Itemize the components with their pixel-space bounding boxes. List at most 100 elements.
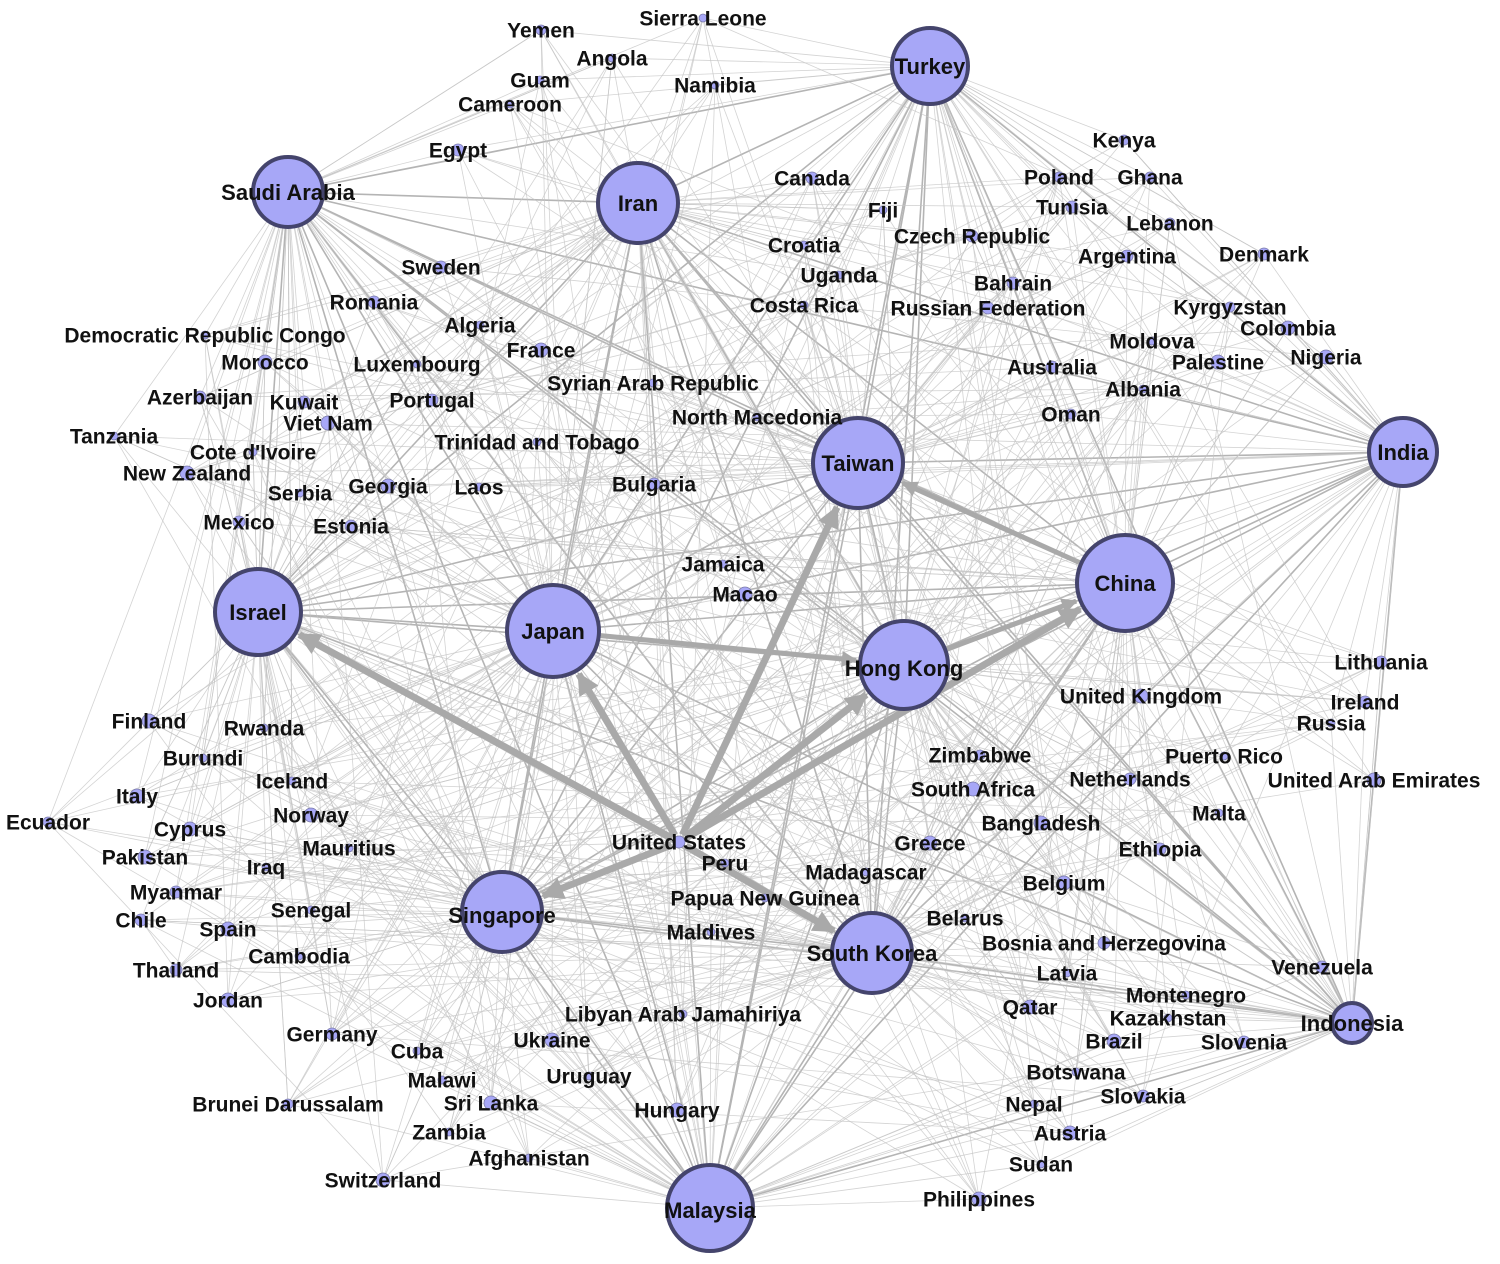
node-label-tunisia: Tunisia bbox=[1036, 197, 1108, 220]
node-label-bulgaria: Bulgaria bbox=[612, 474, 696, 497]
network-edge bbox=[903, 664, 1332, 724]
network-edge bbox=[148, 191, 289, 722]
network-edge bbox=[1103, 942, 1353, 1024]
node-label-trinidad: Trinidad and Tobago bbox=[435, 432, 640, 455]
network-edge bbox=[637, 176, 1151, 204]
node-label-netherlands: Netherlands bbox=[1069, 769, 1190, 792]
network-edge bbox=[227, 611, 259, 930]
node-label-morocco: Morocco bbox=[221, 352, 309, 375]
network-edge bbox=[1075, 778, 1131, 1073]
network-edge bbox=[478, 202, 639, 488]
network-edge bbox=[331, 1033, 711, 1209]
network-edge bbox=[722, 65, 931, 565]
network-edge bbox=[929, 65, 1265, 255]
network-edge bbox=[978, 1022, 1353, 1200]
node-chile bbox=[134, 913, 148, 927]
node-label-slovenia: Slovenia bbox=[1201, 1032, 1288, 1055]
node-label-india: India bbox=[1377, 440, 1429, 465]
node-syria bbox=[648, 378, 658, 388]
network-edge bbox=[709, 593, 746, 1209]
network-edge bbox=[1167, 1017, 1353, 1024]
network-edge bbox=[903, 413, 1072, 666]
network-edge bbox=[382, 1179, 711, 1209]
node-puertorico bbox=[1219, 751, 1229, 761]
network-edge bbox=[552, 630, 1245, 1043]
network-edge bbox=[287, 57, 613, 193]
network-edge bbox=[756, 388, 1144, 418]
node-bulgaria bbox=[647, 477, 661, 491]
network-edge bbox=[448, 65, 931, 1133]
network-edge bbox=[714, 84, 859, 464]
node-label-southafrica: South Africa bbox=[911, 779, 1035, 802]
network-edge bbox=[448, 1131, 711, 1209]
network-edge bbox=[186, 472, 554, 632]
network-edge bbox=[1069, 1022, 1353, 1134]
node-label-uae: United Arab Emirates bbox=[1268, 770, 1481, 793]
node-label-taiwan: Taiwan bbox=[822, 451, 895, 476]
network-edge bbox=[257, 611, 384, 1181]
network-edge bbox=[903, 255, 1128, 666]
network-edge bbox=[903, 306, 1231, 666]
network-edge bbox=[175, 891, 711, 1209]
network-edge bbox=[903, 664, 1366, 703]
node-portugal bbox=[425, 393, 439, 407]
network-edge bbox=[263, 727, 503, 913]
node-austria bbox=[1062, 1125, 1078, 1141]
network-edge bbox=[1124, 255, 1128, 584]
network-edge bbox=[287, 191, 542, 351]
node-label-italy: Italy bbox=[116, 786, 158, 809]
node-mauritius bbox=[344, 843, 354, 853]
node-italy bbox=[129, 788, 145, 804]
node-label-sierraleone: Sierra Leone bbox=[639, 8, 766, 31]
network-edge bbox=[709, 917, 966, 1209]
network-edge bbox=[478, 462, 859, 488]
network-edge bbox=[637, 202, 1072, 415]
node-lebanon bbox=[1164, 217, 1176, 229]
network-edge bbox=[189, 828, 503, 913]
network-edge bbox=[501, 722, 1332, 913]
node-yemen bbox=[535, 24, 547, 36]
network-edge bbox=[373, 202, 639, 303]
network-edge bbox=[539, 79, 873, 954]
node-label-usa: United States bbox=[612, 832, 746, 855]
network-edge bbox=[299, 65, 931, 494]
network-edge bbox=[298, 630, 554, 957]
network-edge bbox=[175, 630, 554, 971]
network-edge bbox=[448, 366, 1053, 1133]
node-montenegro bbox=[1181, 990, 1191, 1000]
network-edge bbox=[257, 611, 492, 1104]
network-edge bbox=[871, 952, 1187, 996]
network-edge bbox=[257, 611, 1187, 996]
network-edge bbox=[199, 396, 554, 632]
node-label-costarica: Costa Rica bbox=[750, 295, 859, 318]
network-edge bbox=[903, 664, 1035, 1105]
node-ethiopia bbox=[1153, 842, 1167, 856]
network-edge bbox=[552, 630, 867, 873]
network-edge bbox=[709, 942, 1105, 1209]
network-edge bbox=[257, 611, 333, 1035]
network-edge bbox=[1351, 701, 1366, 1024]
network-edge bbox=[327, 84, 716, 424]
node-label-puertorico: Puerto Rico bbox=[1165, 746, 1283, 769]
node-ghana bbox=[1144, 171, 1156, 183]
network-edge bbox=[348, 847, 867, 873]
network-edge bbox=[47, 821, 711, 1209]
network-edge bbox=[929, 65, 1332, 724]
node-label-estonia: Estonia bbox=[313, 516, 389, 539]
network-edge bbox=[416, 848, 1161, 1052]
node-label-ireland: Ireland bbox=[1331, 692, 1400, 715]
network-edge bbox=[903, 664, 1169, 1019]
network-edge bbox=[263, 222, 1171, 729]
node-label-albania: Albania bbox=[1105, 379, 1181, 402]
node-vietnam bbox=[320, 415, 336, 431]
network-edge bbox=[257, 191, 289, 613]
network-edge bbox=[971, 235, 1231, 308]
network-edge bbox=[903, 664, 980, 1200]
network-edge bbox=[287, 191, 1071, 1134]
network-edge bbox=[710, 176, 1060, 933]
network-edge bbox=[291, 630, 554, 782]
node-label-denmark: Denmark bbox=[1219, 244, 1309, 267]
node-label-germany: Germany bbox=[286, 1024, 377, 1047]
node-zambia bbox=[444, 1127, 454, 1137]
